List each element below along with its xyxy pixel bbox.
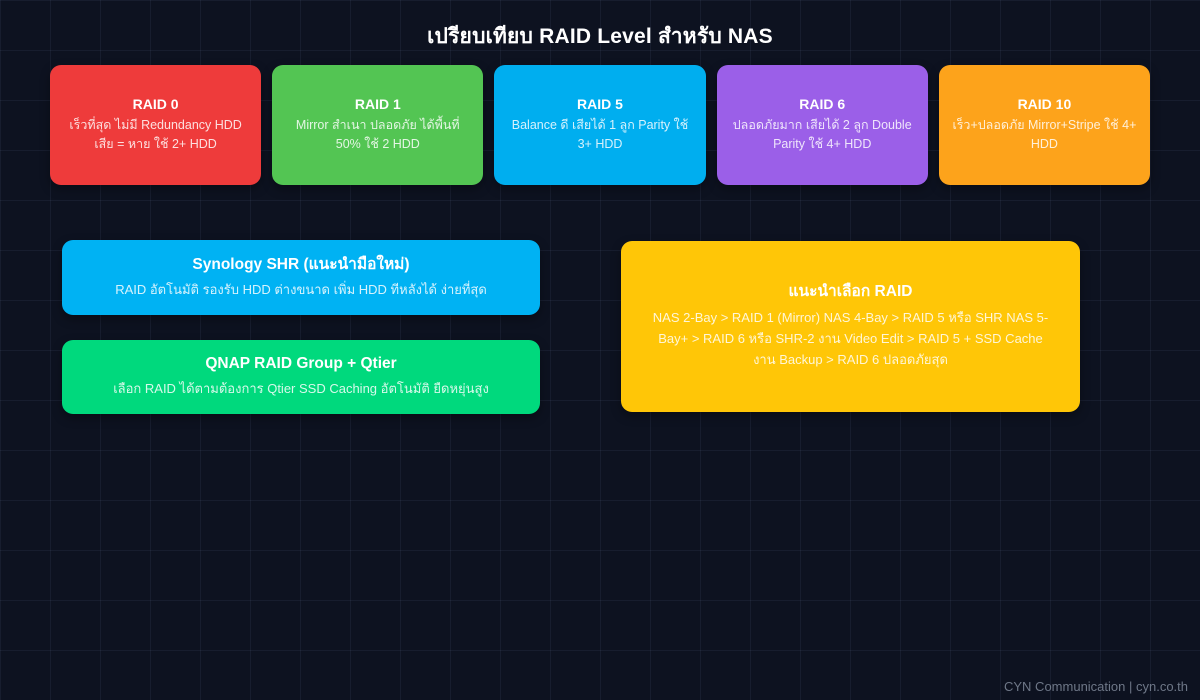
raid-recommendation-card-title: แนะนำเลือก RAID xyxy=(788,283,913,301)
raid1-card-title: RAID 1 xyxy=(354,96,401,113)
raid10-card-title: RAID 10 xyxy=(1017,96,1072,113)
synology-shr-card-title: Synology SHR (แนะนำมือใหม่) xyxy=(192,255,410,273)
raid6-card: RAID 6 ปลอดภัยมาก เสียได้ 2 ลูก Double P… xyxy=(716,65,928,185)
raid5-card: RAID 5 Balance ดี เสียได้ 1 ลูก Parity ใ… xyxy=(494,65,706,185)
raid6-card-title: RAID 6 xyxy=(799,96,846,113)
raid6-card-description: ปลอดภัยมาก เสียได้ 2 ลูก Double Parity ใ… xyxy=(732,118,912,152)
raid-recommendation-card: แนะนำเลือก RAID NAS 2-Bay > RAID 1 (Mirr… xyxy=(621,241,1080,412)
raid1-card: RAID 1 Mirror สำเนา ปลอดภัย ได้พื้นที่ 5… xyxy=(272,65,484,185)
qnap-qtier-card-description: เลือก RAID ได้ตามต้องการ Qtier SSD Cachi… xyxy=(113,381,489,397)
raid5-card-title: RAID 5 xyxy=(577,96,623,113)
qnap-qtier-card-title: QNAP RAID Group + Qtier xyxy=(205,355,397,373)
synology-shr-card: Synology SHR (แนะนำมือใหม่) RAID อัตโนมั… xyxy=(62,240,540,315)
raid10-card: RAID 10 เร็ว+ปลอดภัย Mirror+Stripe ใช้ 4… xyxy=(938,65,1151,185)
raid0-card-title: RAID 0 xyxy=(132,96,179,113)
footer-credit: CYN Communication | cyn.co.th xyxy=(1004,679,1188,694)
raid1-card-description: Mirror สำเนา ปลอดภัย ได้พื้นที่ 50% ใช้ … xyxy=(295,118,460,152)
raid0-card-description: เร็วที่สุด ไม่มี Redundancy HDD เสีย = ห… xyxy=(69,118,242,152)
qnap-qtier-card: QNAP RAID Group + Qtier เลือก RAID ได้ตา… xyxy=(62,340,540,414)
raid10-card-description: เร็ว+ปลอดภัย Mirror+Stripe ใช้ 4+ HDD xyxy=(952,118,1137,152)
synology-shr-card-description: RAID อัตโนมัติ รองรับ HDD ต่างขนาด เพิ่ม… xyxy=(115,281,487,297)
page-title: เปรียบเทียบ RAID Level สำหรับ NAS xyxy=(427,25,773,48)
raid5-card-description: Balance ดี เสียได้ 1 ลูก Parity ใช้ 3+ H… xyxy=(511,118,689,152)
raid-recommendation-card-description: NAS 2-Bay > RAID 1 (Mirror) NAS 4-Bay > … xyxy=(652,310,1049,368)
raid-cards-row: RAID 0 เร็วที่สุด ไม่มี Redundancy HDD เ… xyxy=(50,65,1151,185)
raid0-card: RAID 0 เร็วที่สุด ไม่มี Redundancy HDD เ… xyxy=(50,65,262,185)
